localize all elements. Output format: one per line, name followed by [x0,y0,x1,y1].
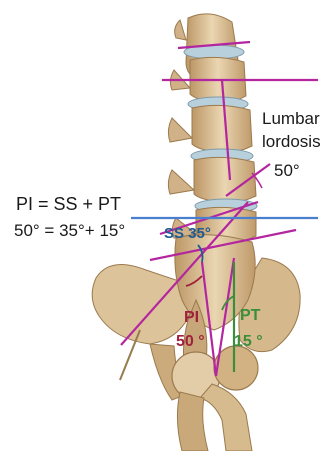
formula-values-label: 50° = 35°+ 15° [14,221,125,240]
lordosis-title-line1: Lumbar [262,109,320,128]
pt-angle-label: 15 ° [234,333,263,350]
lordosis-title-line2: lordosis [262,132,321,151]
ss-label: SS 35° [164,225,211,242]
pi-name-label: PI [184,309,199,326]
pi-angle-label: 50 ° [176,333,205,350]
formula-label: PI = SS + PT [16,194,121,214]
lordosis-angle-label: 50° [274,161,300,180]
pt-name-label: PT [240,307,261,324]
